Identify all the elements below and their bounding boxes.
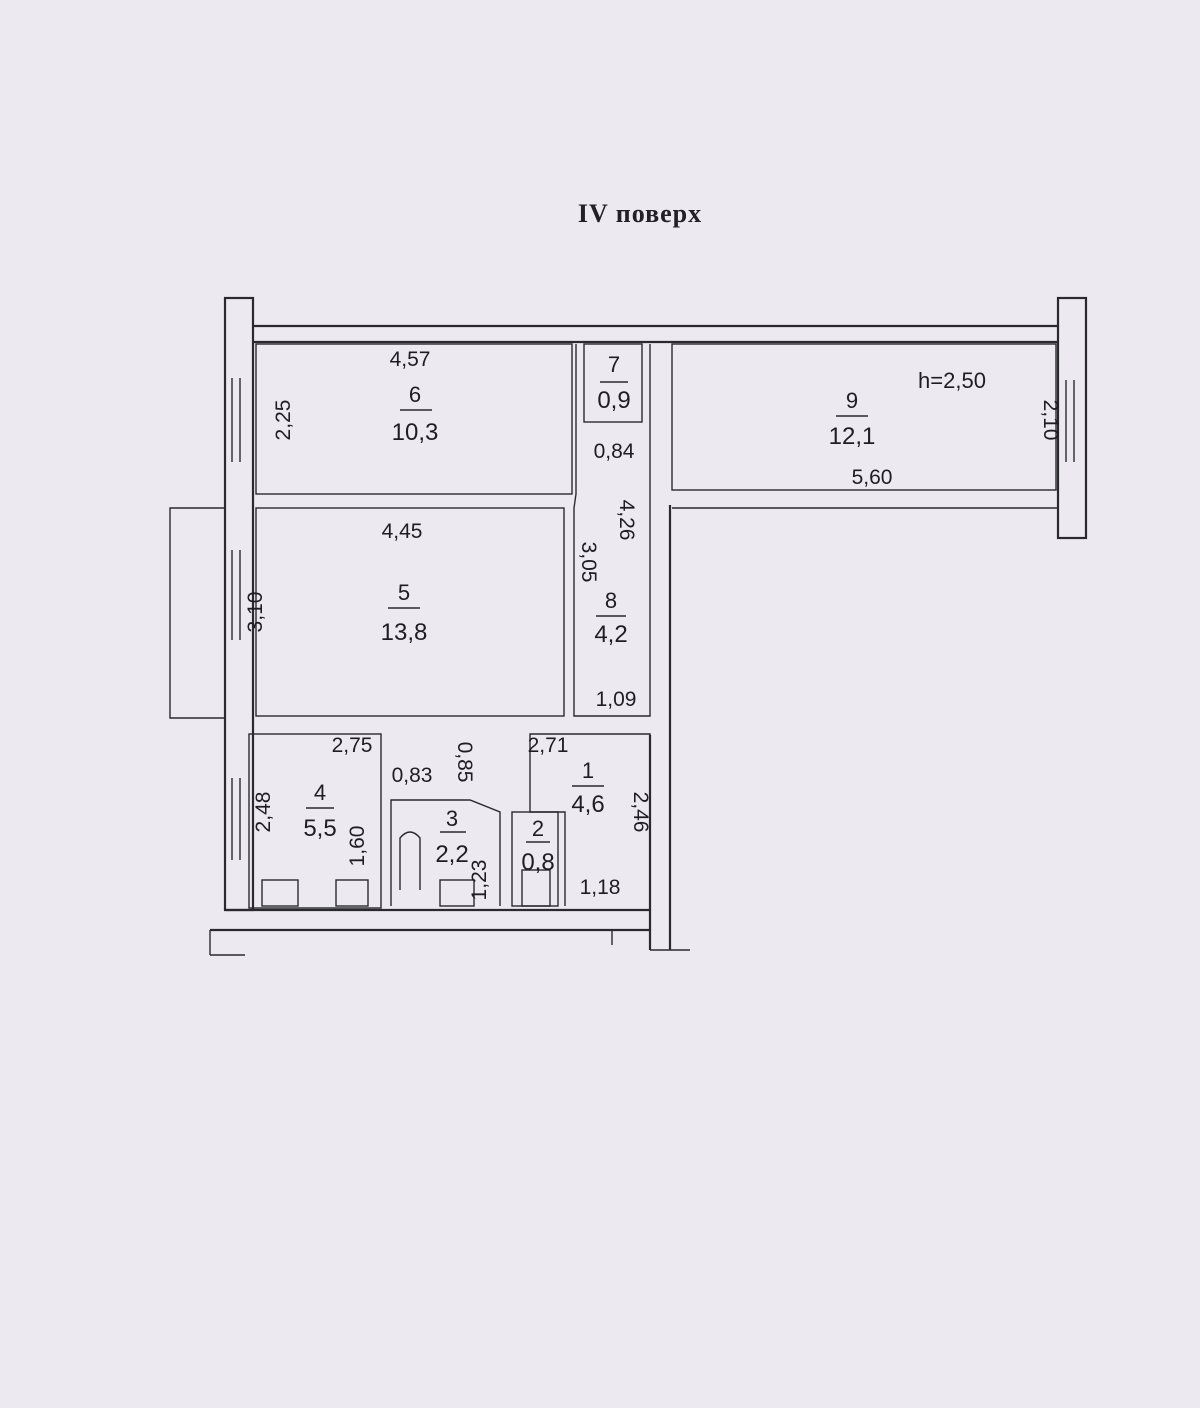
dim-room4-height: 2,48 [252, 792, 275, 833]
room-4-area: 5,5 [303, 815, 336, 842]
room-2-number: 2 [532, 816, 544, 841]
dim-room9-width: 5,60 [852, 466, 893, 489]
room-1-number: 1 [582, 758, 594, 783]
dim-room5-height: 3,10 [244, 592, 267, 633]
dim-room1-width: 2,71 [528, 734, 569, 757]
dim-room6-width: 4,57 [390, 348, 431, 371]
ceiling-height: h=2,50 [918, 368, 986, 393]
room-3-number: 3 [446, 806, 458, 831]
room-8-number: 8 [605, 588, 617, 613]
room-2-area: 0,8 [521, 849, 554, 876]
dim-room8-height-left: 3,05 [577, 542, 600, 583]
room-6-area: 10,3 [392, 419, 439, 446]
dim-room4-width: 2,75 [332, 734, 373, 757]
dim-room4-inner: 1,60 [346, 826, 369, 867]
room-8-area: 4,2 [594, 621, 627, 648]
room-6-number: 6 [409, 382, 421, 407]
dim-room1-bottom: 1,18 [580, 876, 621, 899]
room-7-number: 7 [608, 352, 620, 377]
dim-room3-width: 0,83 [392, 764, 433, 787]
room-3-area: 2,2 [435, 841, 468, 868]
room-5-area: 13,8 [381, 619, 428, 646]
room-9-number: 9 [846, 388, 858, 413]
dim-room8-height-right: 4,26 [615, 500, 638, 541]
walls [169, 296, 1088, 956]
dim-room1-height: 2,46 [629, 792, 652, 833]
dim-room5-width: 4,45 [382, 520, 423, 543]
dim-room6-height: 2,25 [272, 400, 295, 441]
room-9-area: 12,1 [829, 423, 876, 450]
dim-room7-width: 0,84 [594, 440, 635, 463]
dim-room9-height: 2,10 [1039, 400, 1062, 441]
room-labels: 6 10,3 7 0,9 9 12,1 5 13,8 8 4,2 4 5,5 3… [303, 352, 875, 876]
room-5-number: 5 [398, 580, 410, 605]
room-outlines [248, 343, 1058, 909]
dimension-labels: 4,57 2,25 h=2,50 2,10 0,84 5,60 4,45 3,1… [244, 348, 1062, 900]
room-7-area: 0,9 [597, 387, 630, 414]
room-1-area: 4,6 [571, 791, 604, 818]
room-4-number: 4 [314, 780, 326, 805]
dim-room3-inner: 1,23 [468, 860, 491, 901]
dim-room8-width: 1,09 [596, 688, 637, 711]
dim-room3-depth: 0,85 [453, 742, 476, 783]
floor-title: IV поверх [578, 199, 702, 228]
